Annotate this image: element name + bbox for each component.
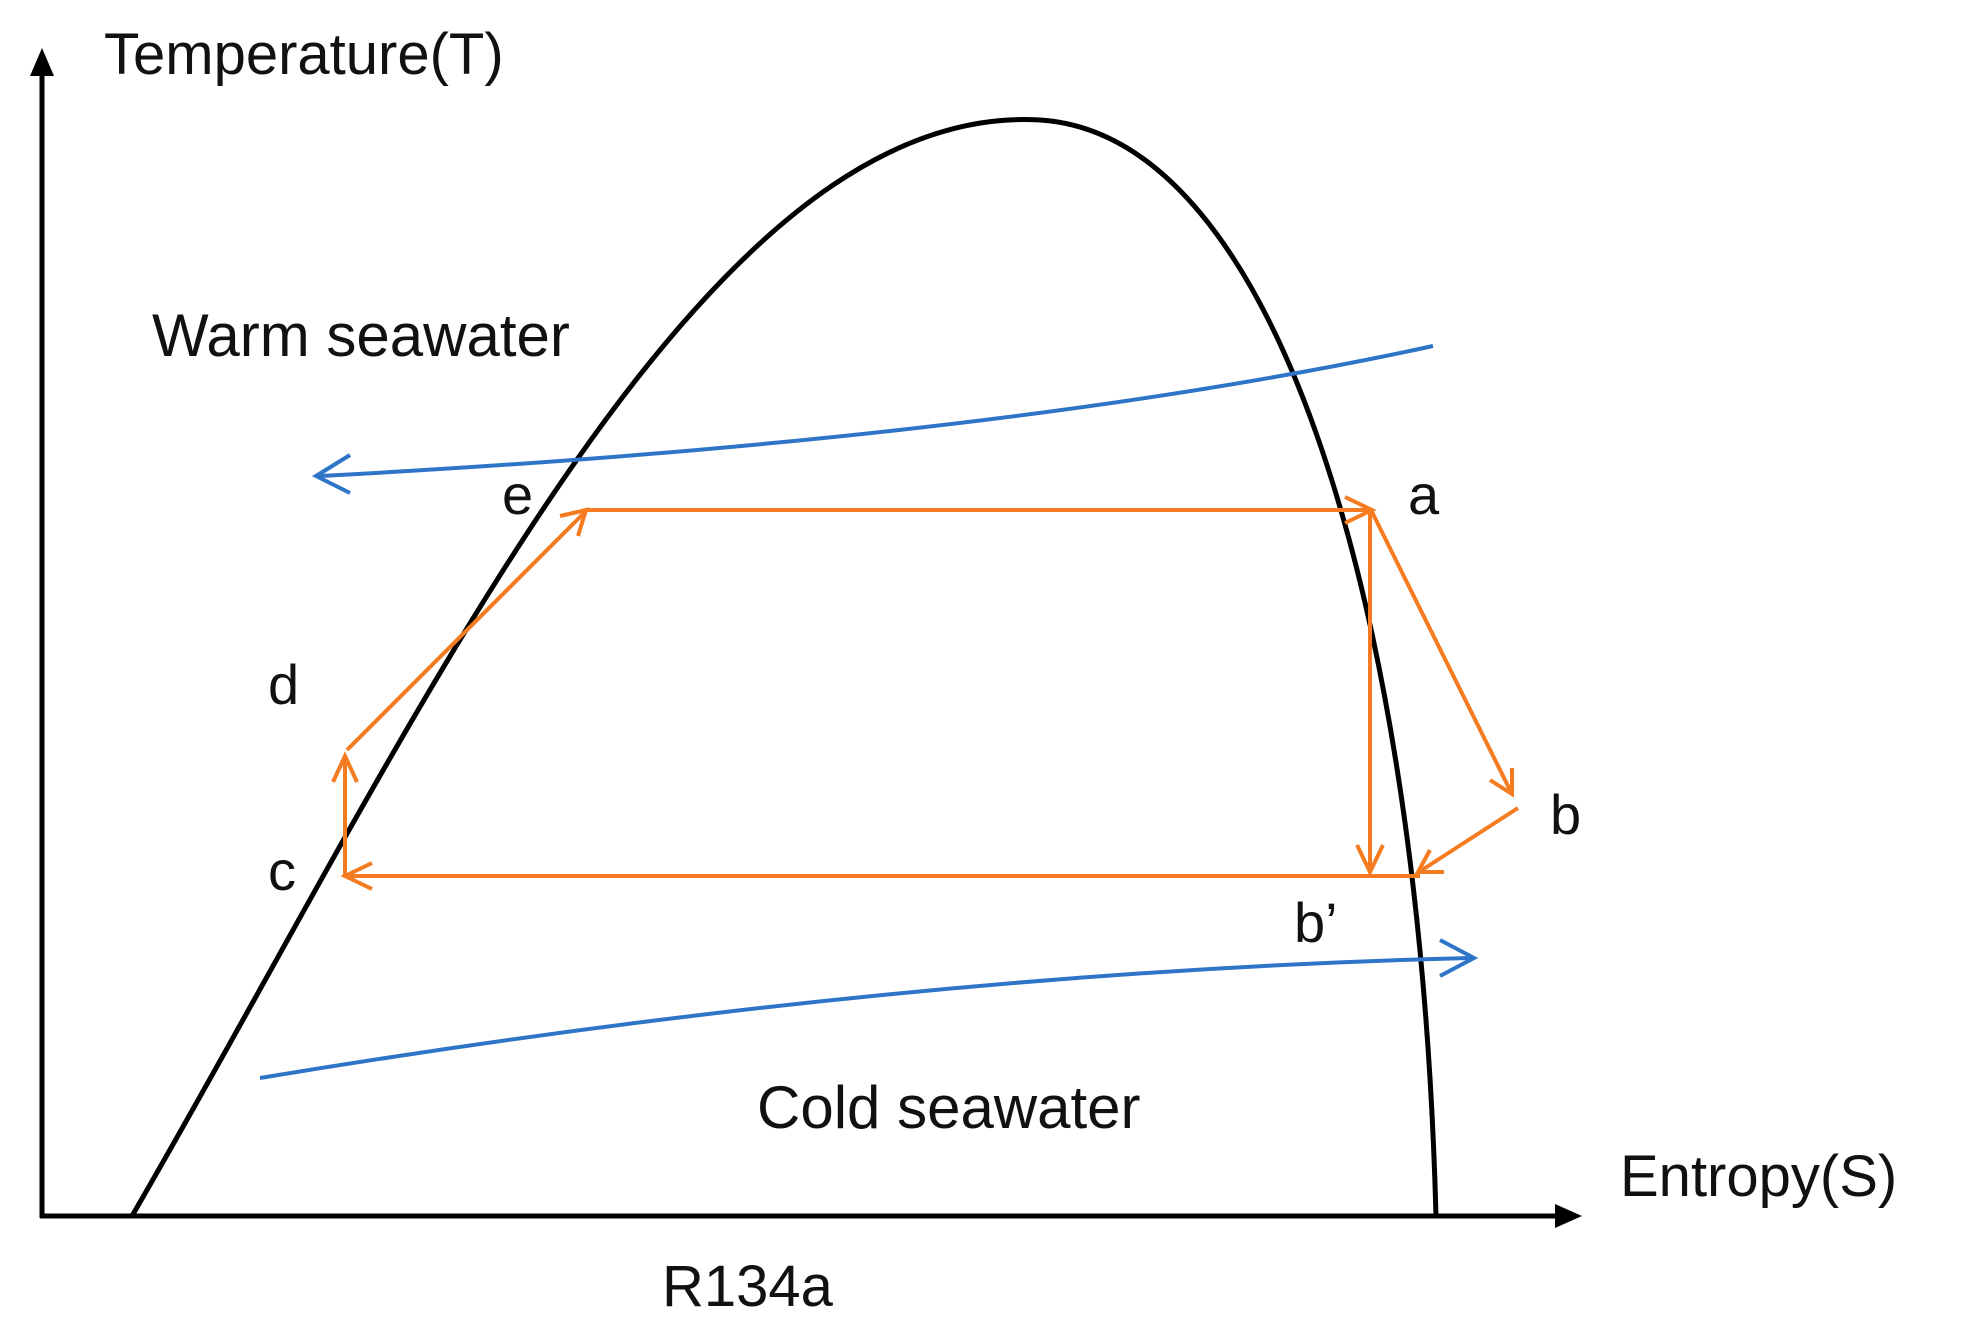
x-axis-arrowhead (1555, 1204, 1582, 1228)
rankine-cycle (331, 495, 1520, 891)
point-label-d: d (268, 653, 299, 716)
process-b-to-condenser-arrowhead (1414, 849, 1444, 874)
process-a-to-b-arrowhead (1488, 768, 1514, 798)
point-label-b: b (1550, 783, 1581, 846)
point-label-e: e (502, 463, 533, 526)
process-a-to-b-prime-arrowhead (1355, 844, 1385, 877)
warm-seawater-label: Warm seawater (152, 302, 570, 369)
y-axis-arrowhead (30, 48, 54, 76)
cold-seawater-arrowhead (1439, 938, 1479, 978)
process-c-to-d-arrowhead (331, 751, 359, 783)
process-e-to-a-arrowhead (1344, 495, 1377, 525)
process-d-to-e-arrowhead (559, 507, 589, 537)
point-label-c: c (268, 839, 296, 902)
point-label-b-prime: b’ (1294, 891, 1338, 954)
process-b-to-condenser (1420, 806, 1520, 872)
point-label-a: a (1408, 463, 1440, 526)
process-a-to-b (1370, 511, 1512, 791)
axes (30, 48, 1582, 1228)
cold-seawater-stream (259, 938, 1479, 1080)
x-axis-title: Entropy(S) (1620, 1144, 1897, 1209)
warm-seawater-line (319, 344, 1434, 478)
process-d-to-e (345, 510, 587, 752)
fluid-label: R134a (662, 1254, 834, 1319)
y-axis-title: Temperature(T) (104, 22, 504, 87)
cold-seawater-label: Cold seawater (757, 1074, 1141, 1141)
warm-seawater-arrowhead (311, 453, 352, 495)
warm-seawater-stream (311, 344, 1434, 495)
saturation-dome-curve (129, 117, 1439, 1218)
cold-seawater-line (259, 956, 1471, 1080)
